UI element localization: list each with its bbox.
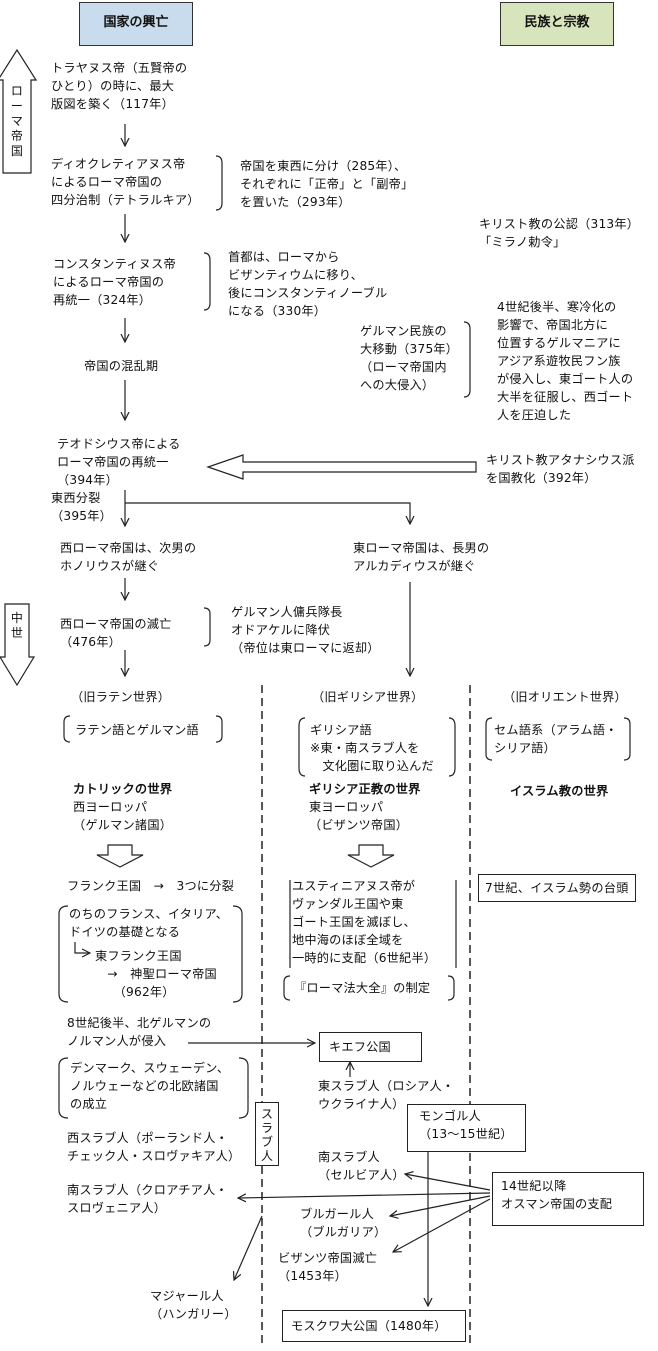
orthodox-world-title: ギリシア正教の世界 xyxy=(309,782,421,796)
nordic-bracket xyxy=(58,1057,249,1119)
frank-detail-bracket xyxy=(58,905,243,1003)
chaos-period: 帝国の混乱期 xyxy=(84,359,159,373)
magyars: マジャール人 （ハンガリー） xyxy=(150,1289,237,1321)
rome-era-label: ローマ帝国 xyxy=(10,84,24,158)
east-frank-text: 東フランク王国 → 神聖ローマ帝国 （962年） xyxy=(95,949,217,999)
byzantine-fall: ビザンツ帝国滅亡 （1453年） xyxy=(278,1251,378,1283)
moscow-box: モスクワ大公国（1480年） xyxy=(282,1310,466,1342)
frank-detail: のちのフランス、イタリア、 ドイツの基礎となる xyxy=(69,907,229,939)
kiev-box: キエフ公国 xyxy=(319,1032,422,1062)
slav-vertical-box: スラブ人 xyxy=(255,1102,279,1166)
christianity-approved: キリスト教の公認（313年） 「ミラノ勅令」 xyxy=(479,217,640,249)
ottoman-box: 14世紀以降 オスマン帝国の支配 xyxy=(492,1172,644,1226)
mongol-box: モンゴル人 （13～15世紀） xyxy=(407,1104,526,1152)
orthodox-world-sub: 東ヨーロッパ （ビザンツ帝国） xyxy=(309,800,409,832)
arrow-ottoman-to-byzfall xyxy=(393,1198,491,1252)
medieval-era-arrow xyxy=(0,603,36,687)
catholic-world-title: カトリックの世界 xyxy=(73,782,173,796)
frank-kingdom: フランク王国 → 3つに分裂 xyxy=(67,879,235,893)
bracket-tetrarchy xyxy=(215,155,223,211)
athanasius-text: キリスト教アタナシウス派 を国教化（392年） xyxy=(486,453,635,485)
trajan-text: トラヤヌス帝（五賢帝の ひとり）の時に、最大 版図を築く（117年） xyxy=(51,61,188,111)
language-semitic: セム語系（アラム語・ シリア語） xyxy=(494,723,618,755)
lang-semitic-bracket xyxy=(485,717,631,761)
capital-note: 首都は、ローマから ビザンティウムに移り、 後にコンスタンティノーブル になる（… xyxy=(228,250,388,318)
bracket-migration xyxy=(463,321,471,398)
justinian-text: ユスティニアヌス帝が ヴァンダル王国や東 ゴート王国を滅ぼし、 地中海のほぼ全域… xyxy=(292,879,437,965)
arrow-to-magyar xyxy=(234,1215,263,1280)
section-latin: （旧ラテン世界） xyxy=(71,690,171,704)
lang-latin-bracket xyxy=(63,715,223,743)
south-slavs-croats: 南スラブ人（クロアチア人・ スロヴェニア人） xyxy=(67,1183,228,1215)
header-nations: 国家の興亡 xyxy=(79,2,193,46)
justinian-bracket xyxy=(289,880,457,968)
norman-invasion: 8世紀後半、北ゲルマンの ノルマン人が侵入 xyxy=(67,1016,212,1048)
section-orient: （旧オリエント世界） xyxy=(503,690,627,704)
header-peoples-religion: 民族と宗教 xyxy=(500,2,614,46)
language-greek: ギリシア語 ※東・南スラブ人を 文化圏に取り込んだ xyxy=(310,723,434,773)
rome-era-arrow xyxy=(0,48,38,174)
east-frank-hook xyxy=(74,942,90,953)
arrow-split-to-east xyxy=(125,502,410,524)
diocletian-text: ディオクレティアヌス帝 によるローマ帝国の 四分治制（テトラルキア） xyxy=(51,157,200,207)
corpus-bracket xyxy=(283,975,455,1001)
islam-rise-box: 7世紀、イスラム勢の台頭 xyxy=(478,874,636,902)
east-heir: 東ローマ帝国は、長男の アルカディウスが継ぐ xyxy=(353,541,490,573)
hollow-arrow-athanasius xyxy=(206,454,477,480)
bulgars: ブルガール人 （ブルガリア） xyxy=(300,1207,387,1239)
section-greek: （旧ギリシア世界） xyxy=(312,690,424,704)
nordic-states: デンマーク、スウェーデン、 ノルウェーなどの北欧諸国 の成立 xyxy=(70,1061,230,1111)
west-rome-fall: 西ローマ帝国の滅亡 （476年） xyxy=(60,617,172,649)
islam-world-title: イスラム教の世界 xyxy=(510,784,609,798)
huns-note: 4世紀後半、寒冷化の 影響で、帝国北方に 位置するゲルマニアに アジア系遊牧民フ… xyxy=(497,300,634,422)
tetrarchy-note: 帝国を東西に分け（285年）、 それぞれに「正帝」と「副帝」 を置いた（293年… xyxy=(240,159,414,209)
lang-greek-bracket xyxy=(298,717,456,777)
theodosius-text: テオドシウス帝による ローマ帝国の再統一 （394年） xyxy=(57,437,181,487)
odoacer-text: ゲルマン人傭兵隊長 オドアケルに降伏 （帝位は東ローマに返却） xyxy=(231,605,380,655)
hollow-down-arrow-catholic xyxy=(96,844,144,868)
language-latin: ラテン語とゲルマン語 xyxy=(75,723,199,737)
constantine-text: コンスタンティヌス帝 によるローマ帝国の 再統一（324年） xyxy=(53,257,176,307)
east-slavs: 東スラブ人（ロシア人・ ウクライナ人） xyxy=(318,1079,455,1111)
bracket-capital xyxy=(203,252,211,311)
west-heir: 西ローマ帝国は、次男の ホノリウスが継ぐ xyxy=(60,541,197,573)
germanic-migration: ゲルマン民族の 大移動（375年） （ローマ帝国内 への大侵入） xyxy=(360,324,459,392)
corpus-juris: 『ローマ法大全』の制定 xyxy=(294,981,431,995)
slav-vertical-label: スラブ人 xyxy=(260,1107,273,1163)
arrow-ottoman-to-croats xyxy=(238,1192,491,1198)
catholic-world-sub: 西ヨーロッパ （ゲルマン諸国） xyxy=(73,800,173,832)
hollow-down-arrow-orthodox xyxy=(347,844,395,868)
east-west-split: 東西分裂 （395年） xyxy=(51,491,113,523)
west-slavs: 西スラブ人（ポーランド人・ チェック人・スロヴァキア人） xyxy=(67,1131,241,1163)
bracket-odoacer xyxy=(203,607,211,647)
medieval-era-label: 中世 xyxy=(10,611,24,640)
south-slavs-serbs: 南スラブ人 （セルビア人） xyxy=(318,1150,405,1182)
arrow-ottoman-to-serbs xyxy=(405,1174,491,1191)
arrow-ottoman-to-bulgars xyxy=(390,1195,491,1216)
